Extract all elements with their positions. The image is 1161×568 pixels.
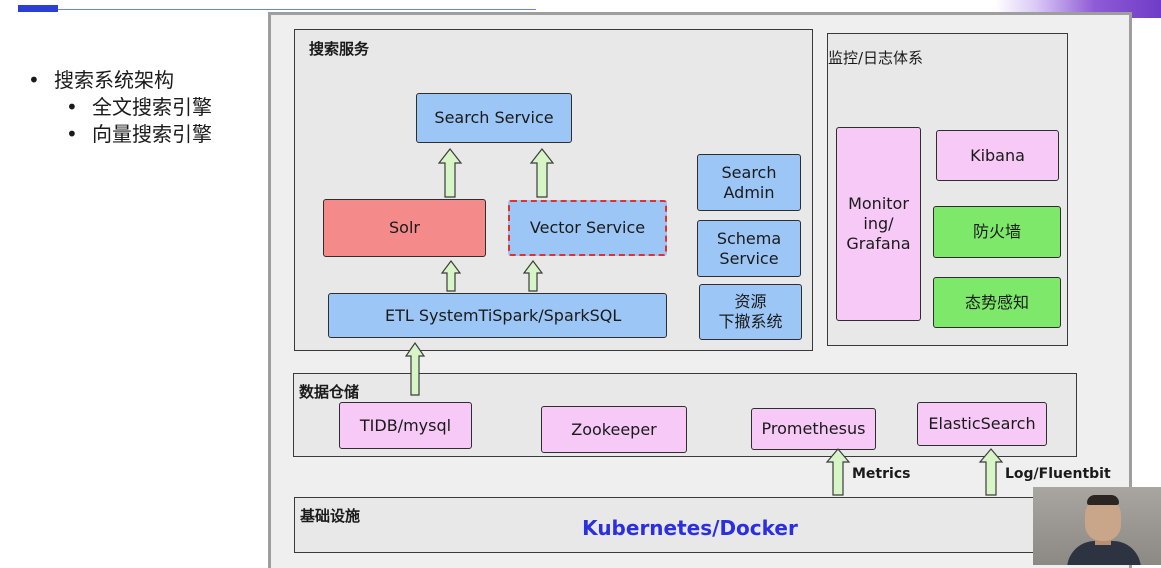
title-rule <box>58 9 536 10</box>
arrow-up-icon <box>437 148 463 198</box>
vector-service-box: Vector Service <box>508 200 667 256</box>
tidb-mysql-box: TIDB/mysql <box>339 402 472 449</box>
arrow-up-icon <box>522 260 544 292</box>
search-admin-box: Search Admin <box>697 154 801 211</box>
presenter-webcam <box>1033 487 1161 565</box>
outline-sub-item: • 全文搜索引擎 <box>66 94 212 120</box>
arrow-up-icon <box>404 341 426 396</box>
section-title: 监控/日志体系 <box>828 49 924 67</box>
resource-offline-box: 资源 下撤系统 <box>699 284 802 340</box>
etl-box: ETL SystemTiSpark/SparkSQL <box>328 293 667 338</box>
monitoring-grafana-box: Monitor ing/ Grafana <box>836 127 921 321</box>
outline-main-text: 搜索系统架构 <box>54 68 174 92</box>
kubernetes-docker-label: Kubernetes/Docker <box>582 516 798 540</box>
outline-sub-text: 向量搜索引擎 <box>92 122 212 146</box>
infrastructure-section <box>294 497 1078 553</box>
firewall-box: 防火墙 <box>933 206 1061 258</box>
outline-main-item: • 搜索系统架构 <box>28 67 174 93</box>
section-title: 基础设施 <box>300 507 361 525</box>
section-title: 搜索服务 <box>309 40 370 58</box>
zookeeper-box: Zookeeper <box>541 406 687 453</box>
log-fluentbit-label: Log/Fluentbit <box>1005 466 1111 482</box>
outline-sub-item: • 向量搜索引擎 <box>66 121 212 147</box>
bullet-icon: • <box>66 122 78 146</box>
kibana-box: Kibana <box>936 130 1059 181</box>
search-service-box: Search Service <box>416 93 572 143</box>
arrow-up-icon <box>440 260 462 292</box>
arrow-up-icon <box>978 448 1004 496</box>
arrow-up-icon <box>529 148 555 198</box>
title-accent-bar <box>18 5 58 12</box>
bullet-icon: • <box>28 68 40 92</box>
bullet-icon: • <box>66 95 78 119</box>
solr-box: Solr <box>323 199 486 257</box>
prometheus-box: Promethesus <box>751 408 876 450</box>
metrics-label: Metrics <box>852 466 911 482</box>
situational-awareness-box: 态势感知 <box>933 277 1061 328</box>
section-title: 数据仓储 <box>299 383 360 401</box>
elasticsearch-box: ElasticSearch <box>917 402 1047 446</box>
schema-service-box: Schema Service <box>697 220 801 277</box>
arrow-up-icon <box>825 448 851 496</box>
outline-sub-text: 全文搜索引擎 <box>92 95 212 119</box>
